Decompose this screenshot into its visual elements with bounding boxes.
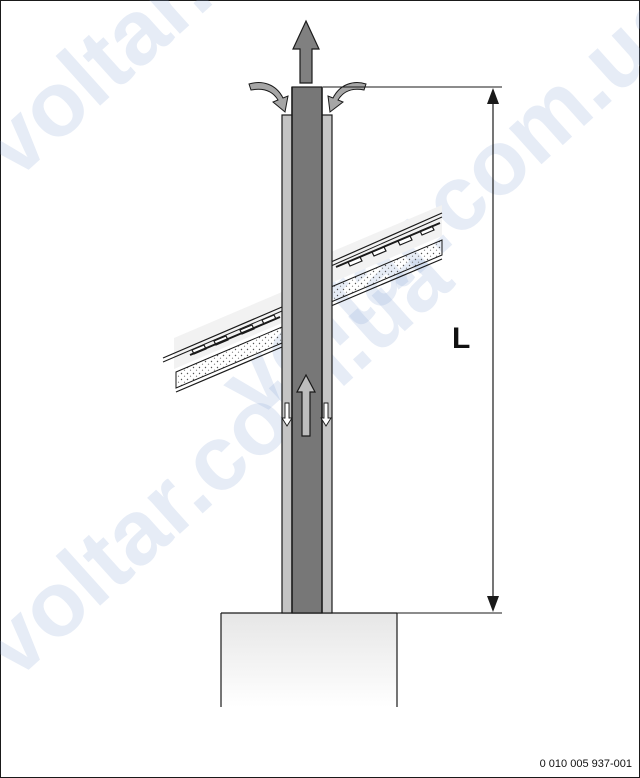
dimension-label: L	[452, 322, 471, 355]
dimension-arrow-top-icon	[487, 88, 499, 104]
air-intake-arrow-icon	[327, 82, 367, 113]
air-down-arrow-icon	[281, 402, 293, 427]
roof-right	[330, 205, 443, 307]
flue-up-arrow-icon	[296, 373, 316, 437]
air-intake-arrow-icon	[248, 82, 289, 113]
air-down-arrow-icon	[320, 402, 332, 427]
base-block	[221, 613, 397, 707]
dimension-arrow-bottom-icon	[487, 596, 499, 612]
document-code: 0 010 005 937-001	[539, 758, 632, 770]
exhaust-arrow-icon	[292, 19, 320, 84]
roof-left	[162, 292, 283, 393]
inner-pipe	[291, 86, 323, 614]
